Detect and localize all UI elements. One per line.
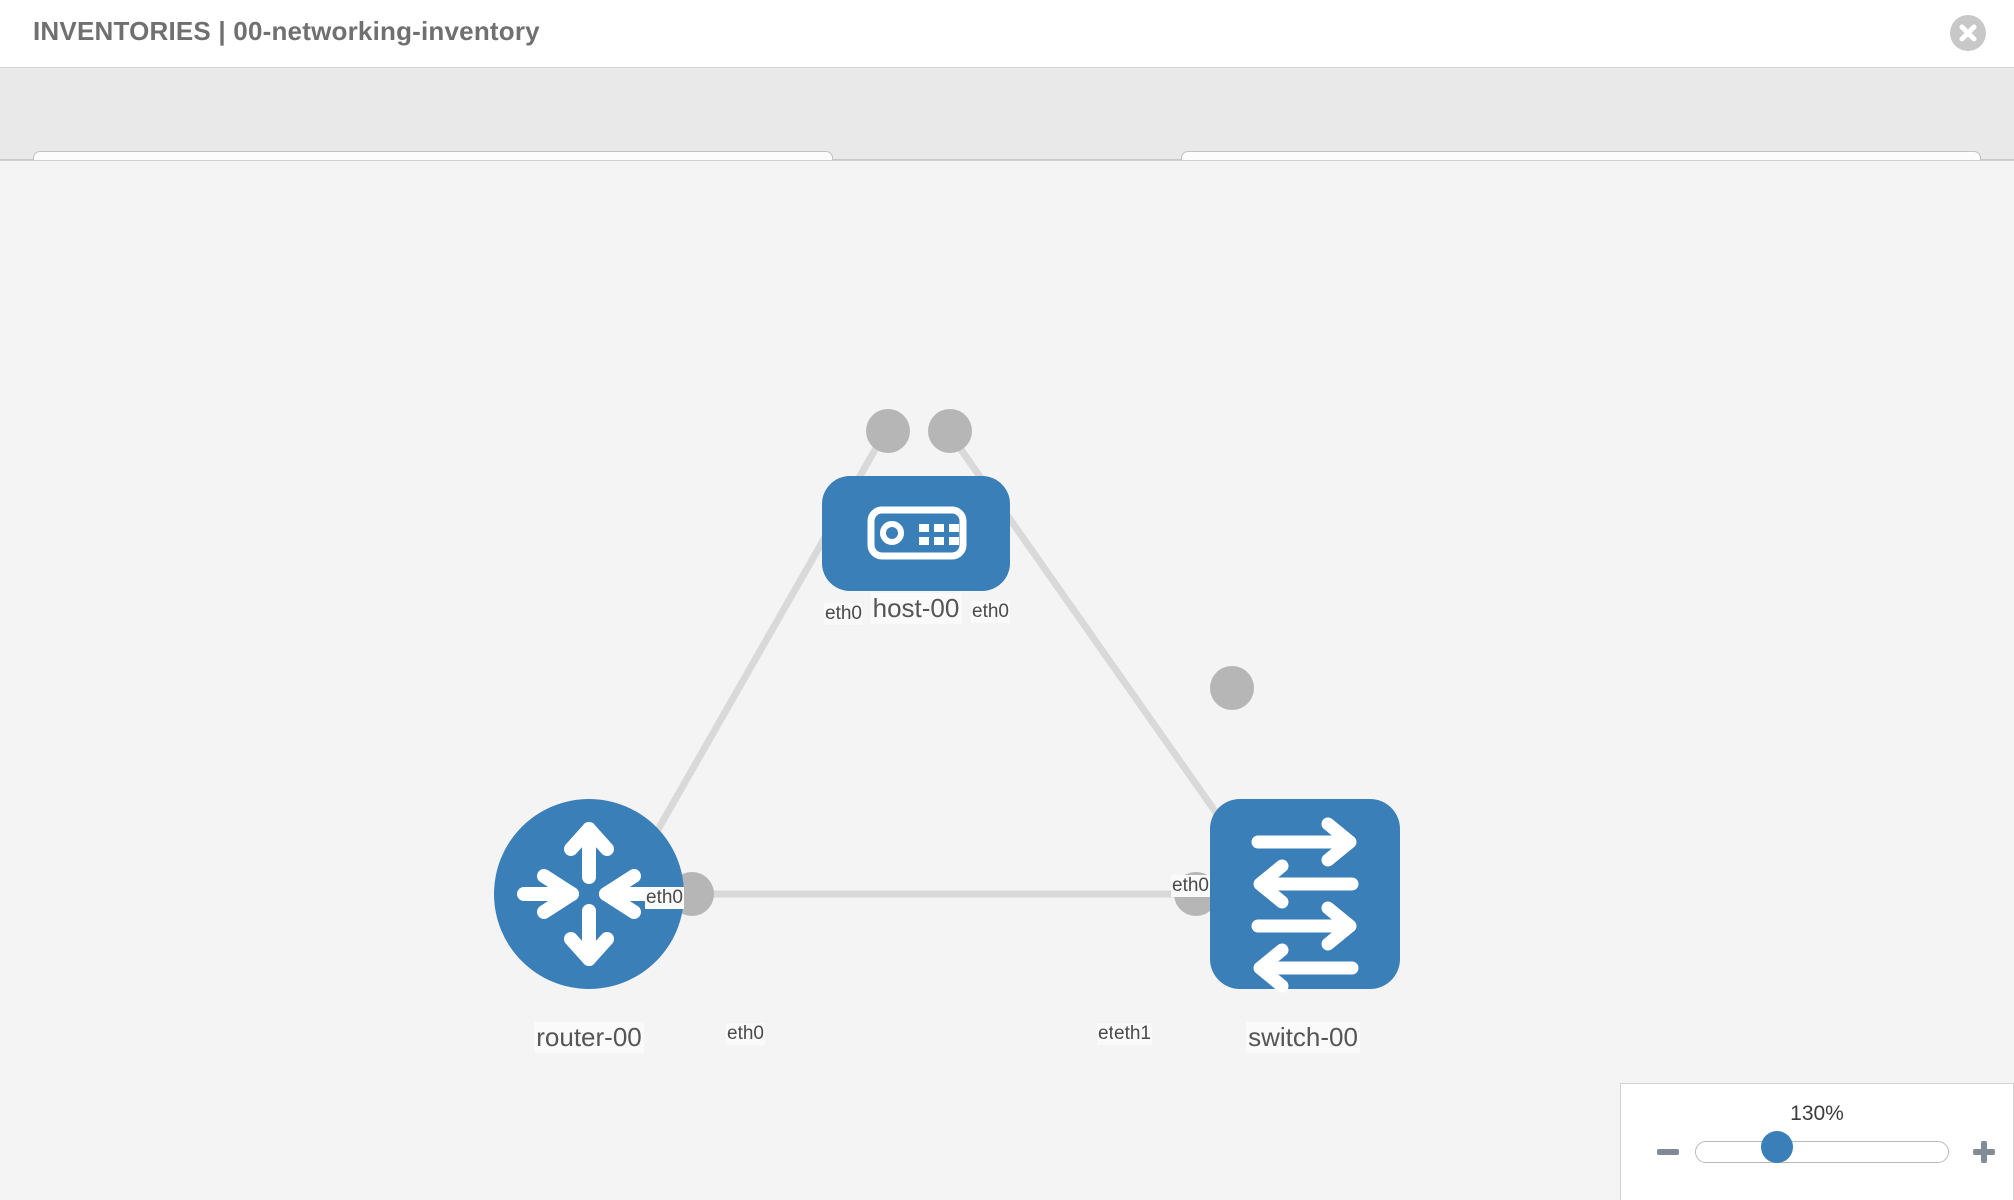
switch-arrows-icon <box>1251 817 1359 993</box>
zoom-control-panel: 130% <box>1620 1083 2014 1200</box>
node-host-00 <box>822 476 1010 591</box>
port-label-router-eth0: eth0 <box>726 1023 765 1045</box>
node-label-router-00: router-00 <box>534 1022 644 1053</box>
port-host-left <box>866 409 910 453</box>
page-title: INVENTORIES | 00-networking-inventory <box>33 16 540 46</box>
close-icon[interactable] <box>1950 15 1986 51</box>
port-switch-top <box>1210 666 1254 710</box>
node-switch-00 <box>1210 799 1400 993</box>
topology-canvas[interactable]: host-00 router-00 switch-00 eth0 eth0 et… <box>0 160 2014 1200</box>
zoom-out-icon[interactable] <box>1655 1139 1681 1165</box>
node-label-switch-00: switch-00 <box>1246 1022 1360 1053</box>
port-label-host-left: eth0 <box>824 603 863 625</box>
page-header: INVENTORIES | 00-networking-inventory <box>0 0 2014 68</box>
zoom-level-value: 130% <box>1790 1102 1844 1125</box>
port-label-switch-uplink: eth0 <box>1171 875 1210 897</box>
server-icon <box>867 506 967 560</box>
node-router-00 <box>494 799 684 989</box>
port-label-switch-eth1: eth1 <box>1113 1023 1152 1045</box>
port-host-right <box>928 409 972 453</box>
port-label-router-uplink: eth0 <box>645 887 684 909</box>
zoom-in-icon[interactable] <box>1971 1139 1997 1165</box>
zoom-slider-track[interactable] <box>1695 1141 1949 1163</box>
toolbar: ACTIONS SEARCH <box>0 68 2014 201</box>
topology-graph <box>494 409 1400 993</box>
port-label-host-right: eth0 <box>971 601 1010 623</box>
zoom-slider-handle[interactable] <box>1761 1131 1793 1163</box>
node-label-host-00: host-00 <box>870 593 962 624</box>
